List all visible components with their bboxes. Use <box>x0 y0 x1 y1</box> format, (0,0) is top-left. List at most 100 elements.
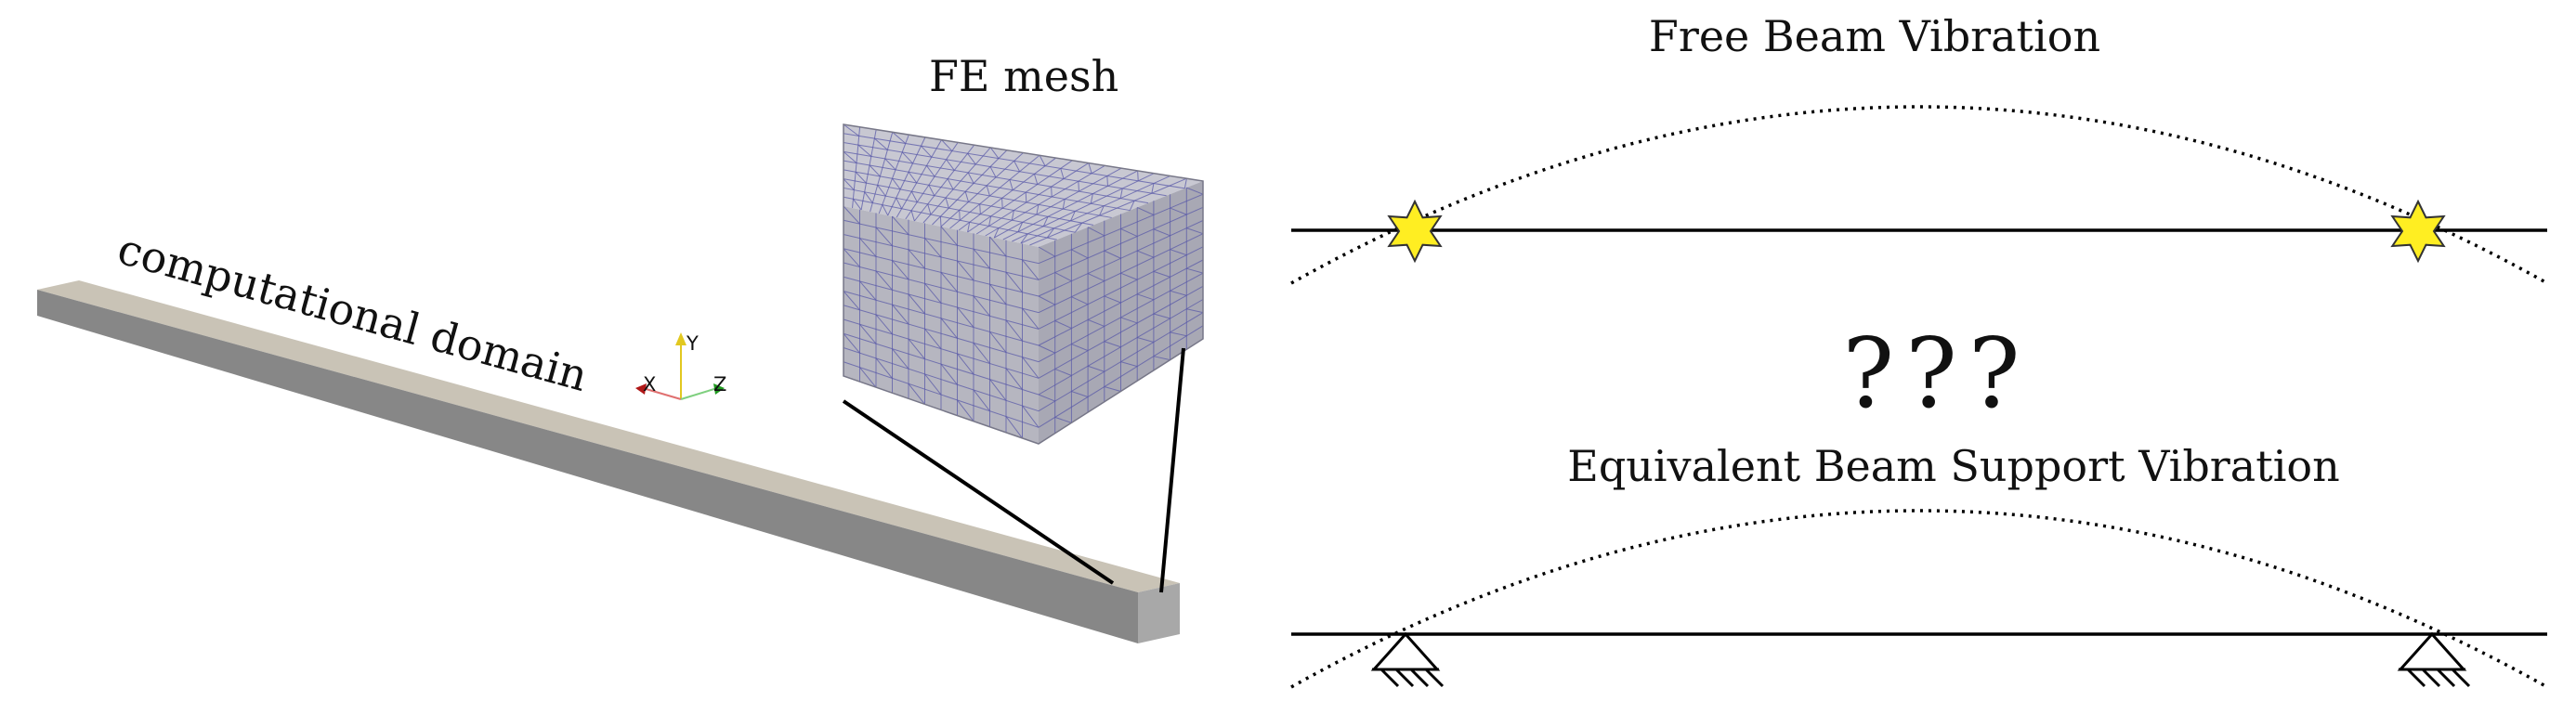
mesh-line <box>1071 344 1089 352</box>
mesh-line <box>1038 246 1204 330</box>
mesh-line <box>989 236 1007 257</box>
beam-3d <box>37 280 1180 643</box>
mesh-line <box>1005 368 1023 390</box>
mesh-line <box>1062 199 1066 210</box>
mesh-line <box>908 383 925 405</box>
mesh-line <box>1022 405 1040 428</box>
mesh-line <box>882 204 889 216</box>
mesh-line <box>1020 175 1171 244</box>
mesh-line <box>910 190 918 202</box>
mesh-line <box>1022 307 1040 330</box>
mesh-line <box>1011 210 1014 221</box>
mesh-line <box>843 248 860 267</box>
mesh-line <box>855 171 867 184</box>
mesh-line <box>967 152 976 165</box>
axis-triad: Y X Z <box>635 332 726 400</box>
mesh-line <box>843 178 855 190</box>
mesh-line <box>1120 317 1138 324</box>
mesh-line <box>957 260 974 281</box>
mesh-line <box>1186 227 1204 235</box>
mesh-line <box>910 210 915 222</box>
y-axis-label: Y <box>686 332 699 355</box>
zoom-leader-line-right <box>1159 347 1185 593</box>
mesh-line <box>957 353 974 375</box>
x-axis-line <box>642 387 682 400</box>
mesh-line <box>1038 206 1204 280</box>
mesh-line <box>973 343 990 364</box>
mesh-line <box>1071 296 1089 305</box>
mesh-line <box>989 147 1000 159</box>
mesh-line <box>1038 246 1055 257</box>
mesh-line <box>843 142 1167 197</box>
mesh-line <box>940 363 958 385</box>
mesh-line <box>993 227 1000 239</box>
mesh-line <box>1170 249 1187 256</box>
mesh-line <box>1087 227 1105 237</box>
mesh-line <box>905 142 959 220</box>
free-beam-title: Free Beam Vibration <box>1649 11 2100 61</box>
mesh-line <box>921 145 933 158</box>
pin-support-left-icon <box>1370 631 1445 688</box>
fe-mesh-label: FE mesh <box>929 51 1118 101</box>
mesh-line <box>875 270 893 291</box>
mesh-line <box>870 132 894 213</box>
mesh-line <box>843 332 860 354</box>
mesh-line <box>1186 187 1204 195</box>
mesh-line <box>922 147 991 224</box>
z-axis-arrowhead <box>713 383 725 395</box>
mesh-line <box>967 222 971 233</box>
mesh-line <box>1186 267 1204 274</box>
mesh-top-face <box>843 124 1203 247</box>
fe-mesh-inset <box>843 123 1204 445</box>
mesh-line <box>926 165 935 177</box>
mesh-line <box>1071 249 1089 259</box>
mesh-line <box>1039 155 1046 166</box>
mesh-line <box>1183 178 1187 188</box>
mesh-line <box>1186 308 1204 314</box>
mesh-line <box>913 144 975 222</box>
mesh-line <box>864 191 873 203</box>
mesh-line <box>1120 272 1138 280</box>
mesh-line <box>1099 205 1105 216</box>
mesh-line <box>1137 250 1155 258</box>
mesh-outline <box>843 123 1204 445</box>
mesh-line <box>932 149 1008 226</box>
mesh-line <box>1106 175 1108 187</box>
mesh-line <box>1038 344 1055 354</box>
mesh-line <box>986 185 990 197</box>
mesh-line <box>1038 325 1204 428</box>
mesh-line <box>957 306 974 328</box>
y-axis-arrowhead <box>675 332 686 345</box>
mesh-line <box>924 328 942 349</box>
question-marks: ??? <box>1842 317 2031 430</box>
mesh-line <box>989 331 1007 353</box>
mesh-line <box>859 367 877 388</box>
mesh-line <box>958 157 1056 231</box>
mesh-line <box>985 164 1105 237</box>
mesh-line <box>946 159 955 171</box>
x-axis-label: X <box>643 373 656 396</box>
beam-top-face <box>37 280 1180 592</box>
mesh-line <box>1002 170 1138 240</box>
mesh-line <box>947 178 954 190</box>
mesh-line <box>1054 272 1072 282</box>
beam-end-face <box>1138 583 1180 643</box>
mesh-line <box>973 248 990 269</box>
mesh-line <box>988 215 992 227</box>
mesh-line <box>975 162 1090 235</box>
mesh-line <box>940 152 1024 227</box>
mesh-line <box>1022 357 1040 379</box>
mesh-line <box>843 196 1057 240</box>
mesh-line <box>1060 168 1065 179</box>
mesh-line <box>1136 206 1155 215</box>
mesh-line <box>1104 341 1121 348</box>
mesh-line <box>884 158 896 171</box>
mesh-line <box>1120 361 1138 368</box>
mesh-line <box>1104 250 1121 259</box>
mesh-line <box>928 185 935 196</box>
mesh-line <box>989 379 1007 401</box>
mesh-line <box>908 293 925 315</box>
mesh-line <box>875 227 893 247</box>
computational-domain-panel: computational domain Y X Z FE mesh <box>37 51 1204 643</box>
